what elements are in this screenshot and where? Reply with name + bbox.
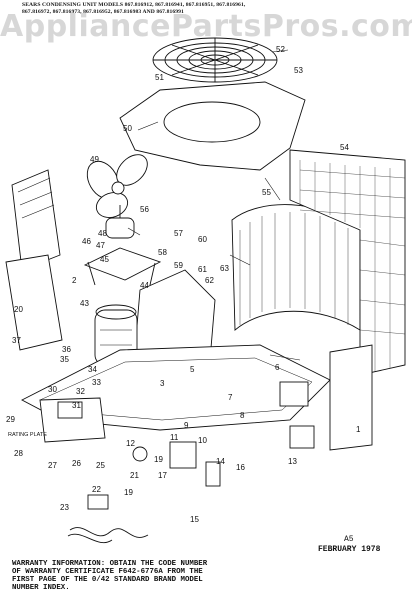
callout-13: 13 — [288, 457, 297, 466]
callout-17: 17 — [158, 471, 167, 480]
motor-mount-bracket — [83, 247, 162, 286]
callout-51: 58 — [158, 248, 167, 257]
callout-24: 26 — [72, 459, 81, 468]
condenser-coil — [231, 204, 361, 331]
drawing-date: FEBRUARY 1978 — [318, 545, 381, 554]
callout-39: 46 — [82, 237, 91, 246]
callout-50: 57 — [174, 229, 183, 238]
callout-6: 6 — [275, 363, 280, 372]
drawing-ref-code: A5 — [344, 535, 354, 544]
callout-23: 25 — [96, 461, 105, 470]
warranty-line-3: FIRST PAGE OF THE 0/42 STANDARD BRAND MO… — [12, 576, 203, 584]
callout-41: 48 — [98, 229, 107, 238]
callout-37: 44 — [140, 281, 149, 290]
callout-26: 28 — [14, 449, 23, 458]
callout-35: 37 — [12, 336, 21, 345]
callout-38: 45 — [100, 255, 109, 264]
callout-53: 60 — [198, 235, 207, 244]
callout-22: 23 — [60, 503, 69, 512]
service-access-panel — [329, 344, 373, 451]
callout-27: 29 — [6, 415, 15, 424]
control-box — [39, 397, 106, 443]
top-cover — [119, 81, 306, 171]
callout-54: 61 — [198, 265, 207, 274]
callout-47: 54 — [340, 143, 349, 152]
warranty-information: WARRANTY INFORMATION: OBTAIN THE CODE NU… — [12, 560, 404, 592]
watermark: AppliancePartsPros.com — [0, 9, 412, 44]
callout-30: 32 — [76, 387, 85, 396]
callout-25-left: 20 — [14, 305, 23, 314]
callout-40: 47 — [96, 241, 105, 250]
callout-42: 49 — [90, 155, 99, 164]
warranty-line-4: NUMBER INDEX. — [12, 584, 70, 592]
callout-16: 16 — [236, 463, 245, 472]
callout-46: 53 — [294, 66, 303, 75]
callout-28: 30 — [48, 385, 57, 394]
warranty-line-2: OF WARRANTY CERTIFICATE F642-6776A FROM … — [12, 568, 203, 576]
callout-21: 22 — [92, 485, 101, 494]
model-list-line-1: SEARS CONDENSING UNIT MODELS 867.816912,… — [22, 2, 246, 8]
callout-numbers: 52 51 53 50 49 56 48 46 47 45 57 58 59 4… — [6, 45, 361, 524]
callout-55: 62 — [205, 276, 214, 285]
callout-45: 52 — [276, 45, 285, 54]
callout-9: 9 — [184, 421, 189, 430]
callout-33: 35 — [60, 355, 69, 364]
callout-15: 15 — [190, 515, 199, 524]
callout-48: 55 — [262, 188, 271, 197]
callout-8: 8 — [240, 411, 245, 420]
defrost-control-board — [289, 425, 315, 449]
capacitor — [279, 381, 309, 407]
contactor — [169, 441, 197, 469]
callout-1: 1 — [356, 425, 361, 434]
callout-3: 3 — [160, 379, 165, 388]
callout-5: 5 — [190, 365, 195, 374]
callout-19: 19 — [124, 488, 133, 497]
callout-10: 10 — [198, 436, 207, 445]
model-list-line-2: 867.816972, 867.816973, 867.816952, 867.… — [22, 8, 184, 15]
callout-20: 21 — [130, 471, 139, 480]
callout-7: 7 — [228, 393, 233, 402]
callout-31: 33 — [92, 378, 101, 387]
relay — [205, 461, 221, 487]
callout-36: 43 — [80, 299, 89, 308]
warranty-line-1: WARRANTY INFORMATION: OBTAIN THE CODE NU… — [12, 560, 208, 568]
callout-11: 11 — [170, 433, 179, 442]
fan-guard-grille — [152, 37, 278, 83]
callout-leaders — [127, 49, 301, 361]
front-access-panel — [5, 254, 63, 351]
callout-44: 51 — [155, 73, 164, 82]
fan-motor — [105, 205, 135, 239]
callout-43: 50 — [123, 124, 132, 133]
left-side-panel — [11, 169, 61, 271]
pressure-switch — [132, 446, 148, 462]
callout-25: 27 — [48, 461, 57, 470]
callout-32: 34 — [88, 365, 97, 374]
wire-harness — [67, 494, 149, 543]
callout-12: 12 — [126, 439, 135, 448]
model-list-header: SEARS CONDENSING UNIT MODELS 867.816912,… — [22, 2, 402, 15]
callout-29: 31 — [72, 401, 81, 410]
callout-34: 36 — [62, 345, 71, 354]
callout-2: 2 — [72, 276, 77, 285]
callout-56: 63 — [220, 264, 229, 273]
callout-52: 59 — [174, 261, 183, 270]
callout-49: 56 — [140, 205, 149, 214]
callout-18: 19 — [154, 455, 163, 464]
rating-plate-label: RATING PLATE — [8, 432, 47, 438]
callout-14: 14 — [216, 457, 225, 466]
